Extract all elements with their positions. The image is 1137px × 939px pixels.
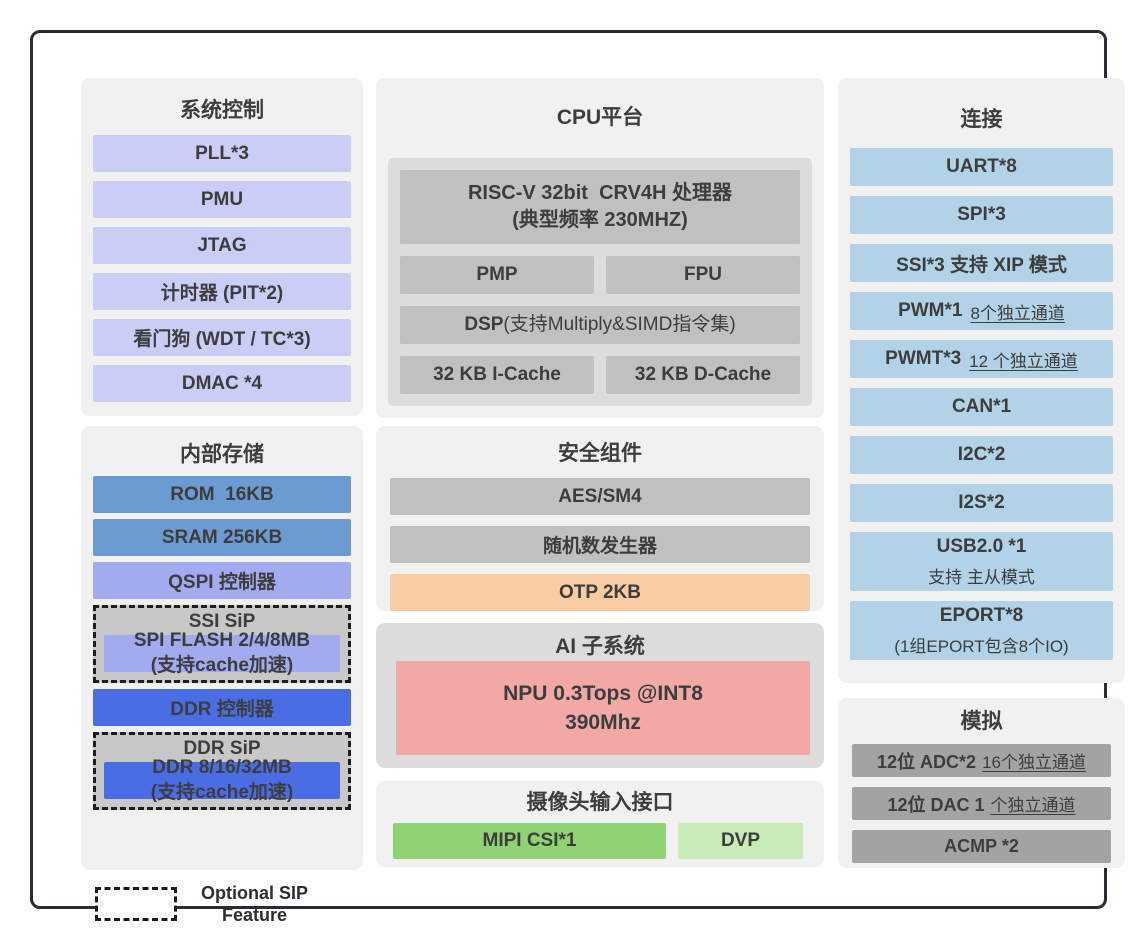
dac-channels-note: 个独立通道 — [990, 796, 1076, 815]
block-pmu: PMU — [93, 181, 351, 218]
group-ssi-sip: SSI SiP SPI FLASH 2/4/8MB (支持cache加速) — [93, 605, 351, 683]
block-usb: USB2.0 *1 支持 主从模式 — [850, 532, 1113, 591]
block-qspi-controller: QSPI 控制器 — [93, 562, 351, 599]
block-eport: EPORT*8 (1组EPORT包含8个IO) — [850, 601, 1113, 660]
pwm-channels-note: 8个独立通道 — [970, 303, 1065, 323]
block-jtag: JTAG — [93, 227, 351, 264]
panel-title-system-control: 系统控制 — [180, 99, 264, 122]
analog-items: 12位 ADC*2 16个独立通道 12位 DAC 1 个独立通道 ACMP *… — [838, 744, 1125, 863]
dsp-label-bold: DSP — [464, 314, 504, 336]
panel-connectivity: 连接 UART*8 SPI*3 SSI*3 支持 XIP 模式 PWM*1 8个… — [838, 78, 1125, 683]
eport-io-note: (1组EPORT包含8个IO) — [894, 636, 1069, 656]
dsp-label-detail: (支持Multiply&SIMD指令集) — [503, 314, 736, 336]
pwmt-label: PWMT*3 — [885, 348, 962, 369]
block-ssi-xip: SSI*3 支持 XIP 模式 — [850, 244, 1113, 282]
panel-title-security: 安全组件 — [558, 442, 642, 465]
pwmt-channels-note: 12 个独立通道 — [969, 351, 1078, 371]
block-spi: SPI*3 — [850, 196, 1113, 234]
internal-memory-items: ROM 16KB SRAM 256KB QSPI 控制器 SSI SiP SPI… — [81, 476, 363, 822]
ddr-memory-line2: (支持cache加速) — [150, 781, 294, 803]
riscv-core-line2: (典型频率 230MHZ) — [512, 209, 688, 231]
block-ddr-controller: DDR 控制器 — [93, 689, 351, 726]
block-riscv-core: RISC-V 32bit CRV4H 处理器 (典型频率 230MHZ) — [400, 170, 800, 244]
usb-label: USB2.0 *1 — [936, 536, 1027, 557]
block-acmp: ACMP *2 — [852, 830, 1111, 863]
panel-title-internal-memory: 内部存储 — [180, 443, 264, 466]
block-timer-pit: 计时器 (PIT*2) — [93, 273, 351, 310]
block-dcache: 32 KB D-Cache — [606, 356, 800, 394]
cpu-row-caches: 32 KB I-Cache 32 KB D-Cache — [400, 356, 800, 394]
legend-dashed-box — [95, 887, 177, 921]
block-uart: UART*8 — [850, 148, 1113, 186]
group-title-ssi-sip: SSI SiP — [188, 611, 256, 632]
block-dsp: DSP(支持Multiply&SIMD指令集) — [400, 306, 800, 344]
diagram-frame: 系统控制 PLL*3 PMU JTAG 计时器 (PIT*2) 看门狗 (WDT… — [30, 30, 1125, 925]
block-watchdog: 看门狗 (WDT / TC*3) — [93, 319, 351, 356]
block-pmp: PMP — [400, 256, 594, 294]
block-aes-sm4: AES/SM4 — [390, 478, 810, 515]
group-ddr-sip: DDR SiP DDR 8/16/32MB (支持cache加速) — [93, 732, 351, 810]
cpu-inner-panel: RISC-V 32bit CRV4H 处理器 (典型频率 230MHZ) PMP… — [388, 158, 812, 406]
panel-security: 安全组件 AES/SM4 随机数发生器 OTP 2KB — [376, 426, 824, 611]
panel-title-camera-input: 摄像头输入接口 — [526, 791, 674, 814]
block-icache: 32 KB I-Cache — [400, 356, 594, 394]
block-spi-flash: SPI FLASH 2/4/8MB (支持cache加速) — [104, 630, 340, 676]
camera-blocks-row: MIPI CSI*1 DVP — [376, 823, 824, 859]
block-rom: ROM 16KB — [93, 476, 351, 513]
dac-label: 12位 DAC 1 — [887, 794, 985, 815]
legend-optional-sip: Optional SIP Feature — [95, 882, 308, 926]
block-i2s: I2S*2 — [850, 484, 1113, 522]
cpu-row-pmp-fpu: PMP FPU — [400, 256, 800, 294]
block-mipi-csi: MIPI CSI*1 — [393, 823, 666, 859]
usb-mode-note: 支持 主从模式 — [928, 567, 1035, 587]
eport-label: EPORT*8 — [939, 605, 1024, 626]
security-items: AES/SM4 随机数发生器 OTP 2KB — [376, 478, 824, 611]
panel-analog: 模拟 12位 ADC*2 16个独立通道 12位 DAC 1 个独立通道 ACM… — [838, 698, 1125, 868]
panel-title-analog: 模拟 — [960, 710, 1003, 733]
adc-label: 12位 ADC*2 — [877, 751, 977, 772]
npu-line2: 390Mhz — [565, 711, 641, 734]
legend-label-line1: Optional SIP — [201, 883, 309, 903]
panel-title-ai-subsystem: AI 子系统 — [555, 635, 645, 658]
connectivity-items: UART*8 SPI*3 SSI*3 支持 XIP 模式 PWM*1 8个独立通… — [838, 148, 1125, 660]
block-dac: 12位 DAC 1 个独立通道 — [852, 787, 1111, 820]
block-pwm: PWM*1 8个独立通道 — [850, 292, 1113, 330]
panel-title-cpu-platform: CPU平台 — [556, 106, 644, 129]
block-dmac: DMAC *4 — [93, 365, 351, 402]
block-otp: OTP 2KB — [390, 574, 810, 611]
panel-system-control: 系统控制 PLL*3 PMU JTAG 计时器 (PIT*2) 看门狗 (WDT… — [81, 78, 363, 416]
npu-line1: NPU 0.3Tops @INT8 — [503, 681, 703, 705]
spi-flash-line1: SPI FLASH 2/4/8MB — [133, 629, 311, 651]
block-dvp: DVP — [678, 823, 803, 859]
panel-cpu-platform: CPU平台 RISC-V 32bit CRV4H 处理器 (典型频率 230MH… — [376, 78, 824, 418]
block-pwmt: PWMT*3 12 个独立通道 — [850, 340, 1113, 378]
riscv-core-line1: RISC-V 32bit CRV4H 处理器 — [467, 182, 733, 204]
panel-camera-input: 摄像头输入接口 MIPI CSI*1 DVP — [376, 781, 824, 867]
system-control-items: PLL*3 PMU JTAG 计时器 (PIT*2) 看门狗 (WDT / TC… — [81, 135, 363, 402]
legend-label-line2: Feature — [221, 905, 288, 925]
block-can: CAN*1 — [850, 388, 1113, 426]
block-pll: PLL*3 — [93, 135, 351, 172]
block-fpu: FPU — [606, 256, 800, 294]
block-ddr-memory: DDR 8/16/32MB (支持cache加速) — [104, 757, 340, 803]
panel-internal-memory: 内部存储 ROM 16KB SRAM 256KB QSPI 控制器 SSI Si… — [81, 426, 363, 870]
spi-flash-line2: (支持cache加速) — [150, 654, 294, 676]
group-title-ddr-sip: DDR SiP — [183, 738, 261, 759]
panel-title-connectivity: 连接 — [960, 108, 1003, 131]
block-npu: NPU 0.3Tops @INT8 390Mhz — [396, 661, 810, 755]
ddr-memory-line1: DDR 8/16/32MB — [152, 756, 292, 778]
pwm-label: PWM*1 — [898, 300, 963, 321]
block-adc: 12位 ADC*2 16个独立通道 — [852, 744, 1111, 777]
block-i2c: I2C*2 — [850, 436, 1113, 474]
panel-ai-subsystem: AI 子系统 NPU 0.3Tops @INT8 390Mhz — [376, 623, 824, 768]
legend-label: Optional SIP Feature — [201, 882, 308, 926]
block-sram: SRAM 256KB — [93, 519, 351, 556]
block-rng: 随机数发生器 — [390, 526, 810, 563]
adc-channels-note: 16个独立通道 — [982, 753, 1086, 772]
